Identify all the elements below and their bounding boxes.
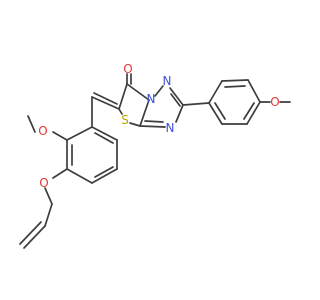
atom-methoxy-oxygen-right: O (270, 95, 279, 109)
atom-methoxy-oxygen-left: O (38, 124, 47, 138)
molecule-structure: O N N N S O O O (19, 62, 291, 249)
atom-thiazole-sulfur: S (121, 113, 129, 127)
atom-carbonyl-oxygen: O (123, 62, 132, 76)
atom-triazole-nitrogen-upper: N (163, 74, 172, 88)
atom-bridgehead-nitrogen: N (147, 92, 156, 106)
atom-label-layer: O N N N S O O O (38, 62, 279, 190)
atom-triazole-nitrogen-lower: N (166, 121, 175, 135)
atom-allyl-ether-oxygen: O (39, 176, 48, 190)
bond-layer (19, 73, 291, 249)
